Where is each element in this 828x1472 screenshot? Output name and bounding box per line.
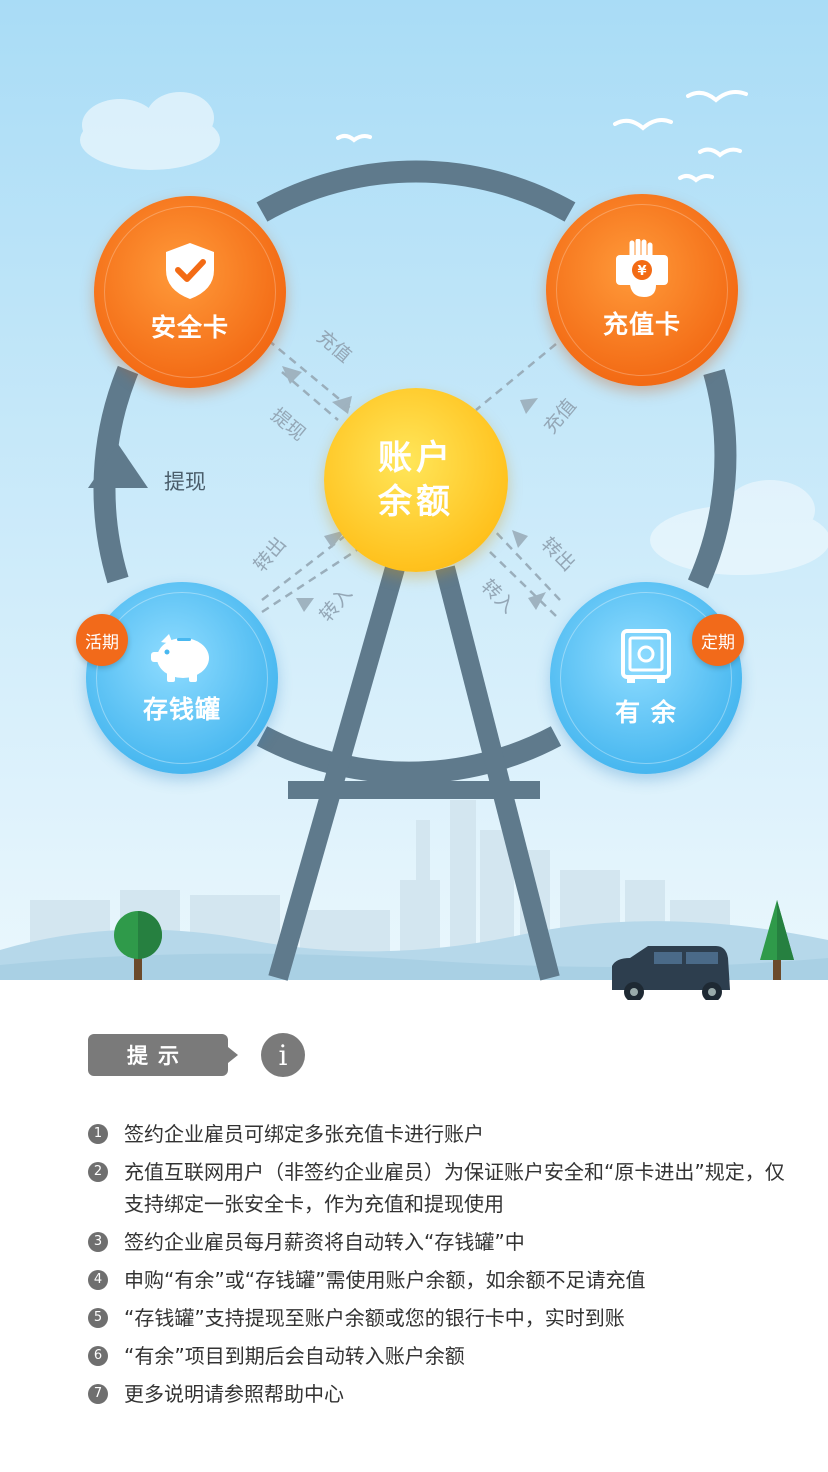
tip-item: 7 更多说明请参照帮助中心 (88, 1378, 788, 1410)
safe-box-icon (621, 629, 671, 683)
piggy-bank-node[interactable]: 存钱罐 (86, 582, 278, 774)
piggy-bank-icon (151, 634, 209, 682)
hand-yuan-card-icon: ¥ (616, 239, 668, 297)
cloud-icon (80, 92, 220, 170)
svg-text:¥: ¥ (637, 264, 646, 279)
flow-arrows (282, 366, 546, 612)
piggy-bank-label: 存钱罐 (142, 695, 221, 724)
withdraw-side-label: 提现 (164, 470, 206, 494)
scene-background (0, 0, 828, 1000)
account-balance-line1: 账户 (378, 438, 454, 478)
tip-item: 5 “存钱罐”支持提现至账户余额或您的银行卡中，实时到账 (88, 1302, 788, 1334)
tip-item: 2 充值互联网用户（非签约企业雇员）为保证账户安全和“原卡进出”规定，仅支持绑定… (88, 1156, 788, 1220)
tree-icon (114, 911, 162, 980)
tree-icon (760, 900, 794, 980)
tip-text: 申购“有余”或“存钱罐”需使用账户余额，如余额不足请充值 (124, 1268, 646, 1292)
birds-icon (336, 90, 748, 183)
shield-check-icon (166, 243, 214, 299)
tip-text: 更多说明请参照帮助中心 (124, 1382, 344, 1406)
tip-text: “有余”项目到期后会自动转入账户余额 (124, 1344, 465, 1368)
tip-number-badge: 2 (88, 1162, 108, 1182)
tip-item: 4 申购“有余”或“存钱罐”需使用账户余额，如余额不足请充值 (88, 1264, 788, 1296)
recharge-card-label: 充值卡 (602, 310, 681, 339)
tip-number-badge: 4 (88, 1270, 108, 1290)
info-icon[interactable]: i (261, 1033, 305, 1077)
tips-list: 1 签约企业雇员可绑定多张充值卡进行账户 2 充值互联网用户（非签约企业雇员）为… (88, 1118, 788, 1416)
tip-number-badge: 3 (88, 1232, 108, 1252)
youyu-label: 有 余 (615, 698, 677, 727)
account-balance-line2: 余额 (378, 482, 454, 522)
tip-number-badge: 7 (88, 1384, 108, 1404)
tip-item: 3 签约企业雇员每月薪资将自动转入“存钱罐”中 (88, 1226, 788, 1258)
demand-deposit-tag: 活期 (76, 614, 128, 666)
ferris-wheel-legs (268, 565, 560, 981)
tip-number-badge: 1 (88, 1124, 108, 1144)
tip-text: “存钱罐”支持提现至账户余额或您的银行卡中，实时到账 (124, 1306, 625, 1330)
tip-text: 签约企业雇员可绑定多张充值卡进行账户 (124, 1122, 484, 1146)
tip-number-badge: 5 (88, 1308, 108, 1328)
tip-item: 6 “有余”项目到期后会自动转入账户余额 (88, 1340, 788, 1372)
fixed-term-tag: 定期 (692, 614, 744, 666)
tip-text: 充值互联网用户（非签约企业雇员）为保证账户安全和“原卡进出”规定，仅支持绑定一张… (124, 1160, 785, 1216)
up-arrow-icon (88, 444, 148, 488)
car-icon (612, 946, 730, 1000)
flow-lines (261, 339, 561, 617)
tips-header: 提示 (88, 1034, 238, 1076)
tip-text: 签约企业雇员每月薪资将自动转入“存钱罐”中 (124, 1230, 525, 1254)
recharge-card-node[interactable]: ¥ 充值卡 (546, 194, 738, 386)
tip-number-badge: 6 (88, 1346, 108, 1366)
safe-card-label: 安全卡 (150, 313, 229, 342)
tips-section: 提示 i 1 签约企业雇员可绑定多张充值卡进行账户 2 充值互联网用户（非签约企… (0, 1000, 828, 1472)
youyu-node[interactable]: 有 余 (550, 582, 742, 774)
account-balance-node[interactable]: 账户 余额 (324, 388, 508, 572)
cloud-icon (650, 480, 828, 575)
safe-card-node[interactable]: 安全卡 (94, 196, 286, 388)
diagram-scene: 安全卡 ¥ 充值卡 账户 余额 存钱罐 (0, 0, 828, 1000)
tip-item: 1 签约企业雇员可绑定多张充值卡进行账户 (88, 1118, 788, 1150)
